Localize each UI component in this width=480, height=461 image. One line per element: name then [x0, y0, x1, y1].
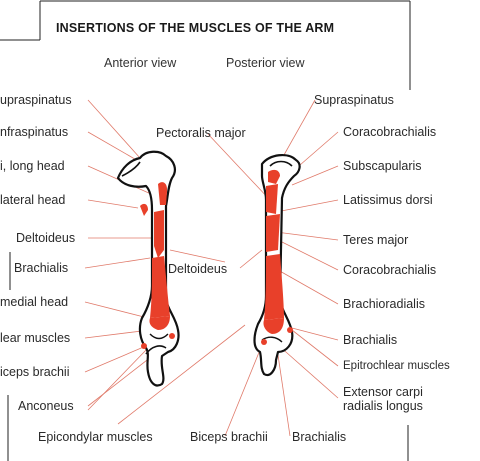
label-anconeus: Anconeus: [18, 399, 74, 413]
label-pectoralis-major: Pectoralis major: [156, 126, 246, 140]
label-brachialis-bottom: Brachialis: [292, 430, 346, 444]
label-coracobrachialis-lower: Coracobrachialis: [343, 263, 436, 277]
label-coracobrachialis-upper: Coracobrachialis: [343, 125, 436, 139]
diagram-title: INSERTIONS OF THE MUSCLES OF THE ARM: [56, 21, 334, 35]
posterior-view-label: Posterior view: [226, 56, 305, 70]
anterior-view-label: Anterior view: [104, 56, 176, 70]
label-biceps-brachii-left: iceps brachii: [0, 365, 69, 379]
label-supraspinatus-left: upraspinatus: [0, 93, 72, 107]
label-deltoideus-center: Deltoideus: [168, 262, 227, 276]
label-supraspinatus-right: Supraspinatus: [314, 93, 394, 107]
label-latissimus-dorsi: Latissimus dorsi: [343, 193, 433, 207]
label-infraspinatus-left: nfraspinatus: [0, 125, 68, 139]
label-deltoideus-left: Deltoideus: [16, 231, 75, 245]
label-triceps-lateral-head: lateral head: [0, 193, 65, 207]
label-biceps-brachii-bottom: Biceps brachii: [190, 430, 268, 444]
label-epicondylar-muscles: Epicondylar muscles: [38, 430, 153, 444]
label-triceps-long-head: i, long head: [0, 159, 65, 173]
label-subscapularis: Subscapularis: [343, 159, 422, 173]
label-epitrochlear-right: Epitrochlear muscles: [343, 359, 450, 373]
label-brachialis-left: Brachialis: [14, 261, 68, 275]
label-brachioradialis: Brachioradialis: [343, 297, 425, 311]
label-radialis-longus: radialis longus: [343, 399, 423, 413]
label-triceps-medial-head: medial head: [0, 295, 68, 309]
label-teres-major: Teres major: [343, 233, 408, 247]
label-extensor-carpi: Extensor carpi: [343, 385, 423, 399]
label-epitrochlear-left: lear muscles: [0, 331, 70, 345]
label-brachialis-right: Brachialis: [343, 333, 397, 347]
